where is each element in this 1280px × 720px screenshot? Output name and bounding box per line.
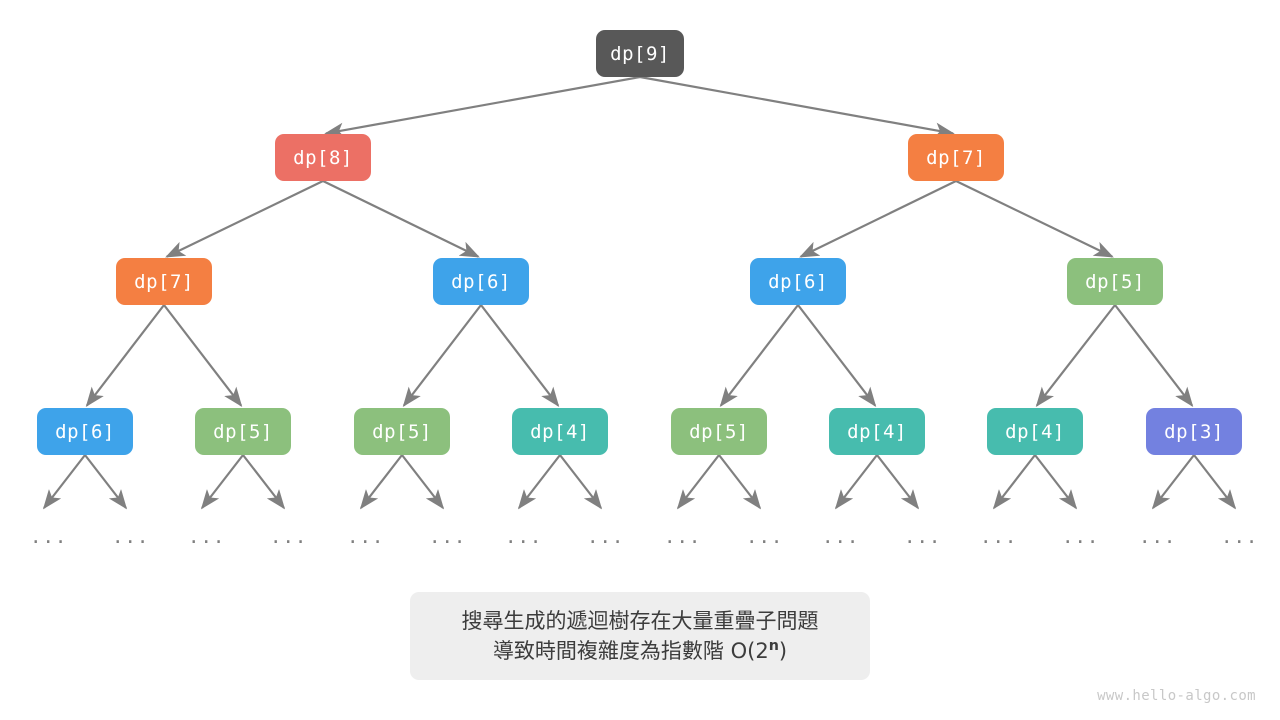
ellipsis-marker: ... (112, 526, 150, 548)
ellipsis-marker: ... (429, 526, 467, 548)
edge-n3-to-n8 (163, 304, 243, 408)
tree-node-dp6: dp[6] (750, 258, 846, 305)
edge-n2-to-n6 (955, 180, 1114, 258)
leaf-stub-n10-right (559, 454, 603, 510)
ellipsis-marker: ... (664, 526, 702, 548)
leaf-stub-n7-left (42, 454, 86, 510)
leaf-stub-n14-left (1151, 454, 1195, 510)
leaf-stub-n8-right (242, 454, 286, 510)
leaf-stub-n11-left (676, 454, 720, 510)
edge-n0-to-n1 (324, 75, 641, 138)
edge-n2-to-n5 (799, 180, 957, 258)
tree-node-dp6: dp[6] (433, 258, 529, 305)
caption-line-2-suffix: ) (778, 639, 788, 663)
edge-n4-to-n9 (402, 304, 482, 408)
leaf-stub-n13-left (992, 454, 1036, 510)
tree-node-dp4: dp[4] (829, 408, 925, 455)
caption-line-2: 導致時間複雜度為指數階 O(2n) (493, 636, 787, 666)
ellipsis-marker: ... (822, 526, 860, 548)
tree-node-dp9: dp[9] (596, 30, 684, 77)
ellipsis-marker: ... (980, 526, 1018, 548)
tree-node-dp8: dp[8] (275, 134, 371, 181)
tree-node-dp5: dp[5] (1067, 258, 1163, 305)
leaf-stub-n10-left (517, 454, 561, 510)
tree-node-dp3: dp[3] (1146, 408, 1242, 455)
caption-line-2-prefix: 導致時間複雜度為指數階 O(2 (492, 639, 769, 663)
tree-node-dp4: dp[4] (987, 408, 1083, 455)
caption-exponent: n (768, 638, 779, 654)
ellipsis-marker: ... (587, 526, 625, 548)
ellipsis-marker: ... (188, 526, 226, 548)
tree-node-dp6: dp[6] (37, 408, 133, 455)
tree-node-dp7: dp[7] (908, 134, 1004, 181)
leaf-stub-edges (42, 454, 1237, 510)
edge-n3-to-n7 (85, 304, 165, 408)
edge-n6-to-n13 (1035, 304, 1116, 408)
leaf-stub-n12-right (876, 454, 920, 510)
leaf-stub-n9-left (359, 454, 403, 510)
tree-node-dp7: dp[7] (116, 258, 212, 305)
tree-node-dp5: dp[5] (354, 408, 450, 455)
ellipsis-marker: ... (904, 526, 942, 548)
caption-line-1: 搜尋生成的遞迴樹存在大量重疊子問題 (461, 608, 819, 633)
edge-n1-to-n4 (322, 180, 480, 258)
leaf-stub-n9-right (401, 454, 445, 510)
leaf-stub-n7-right (84, 454, 128, 510)
leaf-stub-n11-right (718, 454, 762, 510)
edge-n5-to-n11 (719, 304, 799, 408)
tree-node-dp4: dp[4] (512, 408, 608, 455)
leaf-stub-n14-right (1193, 454, 1237, 510)
tree-edges (85, 75, 1194, 408)
edge-n5-to-n12 (797, 304, 877, 408)
ellipsis-marker: ... (505, 526, 543, 548)
watermark: www.hello-algo.com (1097, 688, 1256, 704)
edge-n1-to-n3 (165, 180, 324, 258)
ellipsis-marker: ... (347, 526, 385, 548)
edge-n6-to-n14 (1114, 304, 1194, 408)
leaf-stub-n13-right (1034, 454, 1078, 510)
ellipsis-marker: ... (1062, 526, 1100, 548)
tree-node-dp5: dp[5] (671, 408, 767, 455)
leaf-stub-n8-left (200, 454, 244, 510)
caption-box: 搜尋生成的遞迴樹存在大量重疊子問題 導致時間複雜度為指數階 O(2n) (410, 592, 870, 680)
ellipsis-marker: ... (1221, 526, 1259, 548)
ellipsis-marker: ... (1139, 526, 1177, 548)
edge-n0-to-n2 (639, 75, 955, 138)
ellipsis-marker: ... (270, 526, 308, 548)
edge-n4-to-n10 (480, 304, 560, 408)
ellipsis-marker: ... (746, 526, 784, 548)
leaf-stub-n12-left (834, 454, 878, 510)
tree-node-dp5: dp[5] (195, 408, 291, 455)
ellipsis-marker: ... (30, 526, 68, 548)
